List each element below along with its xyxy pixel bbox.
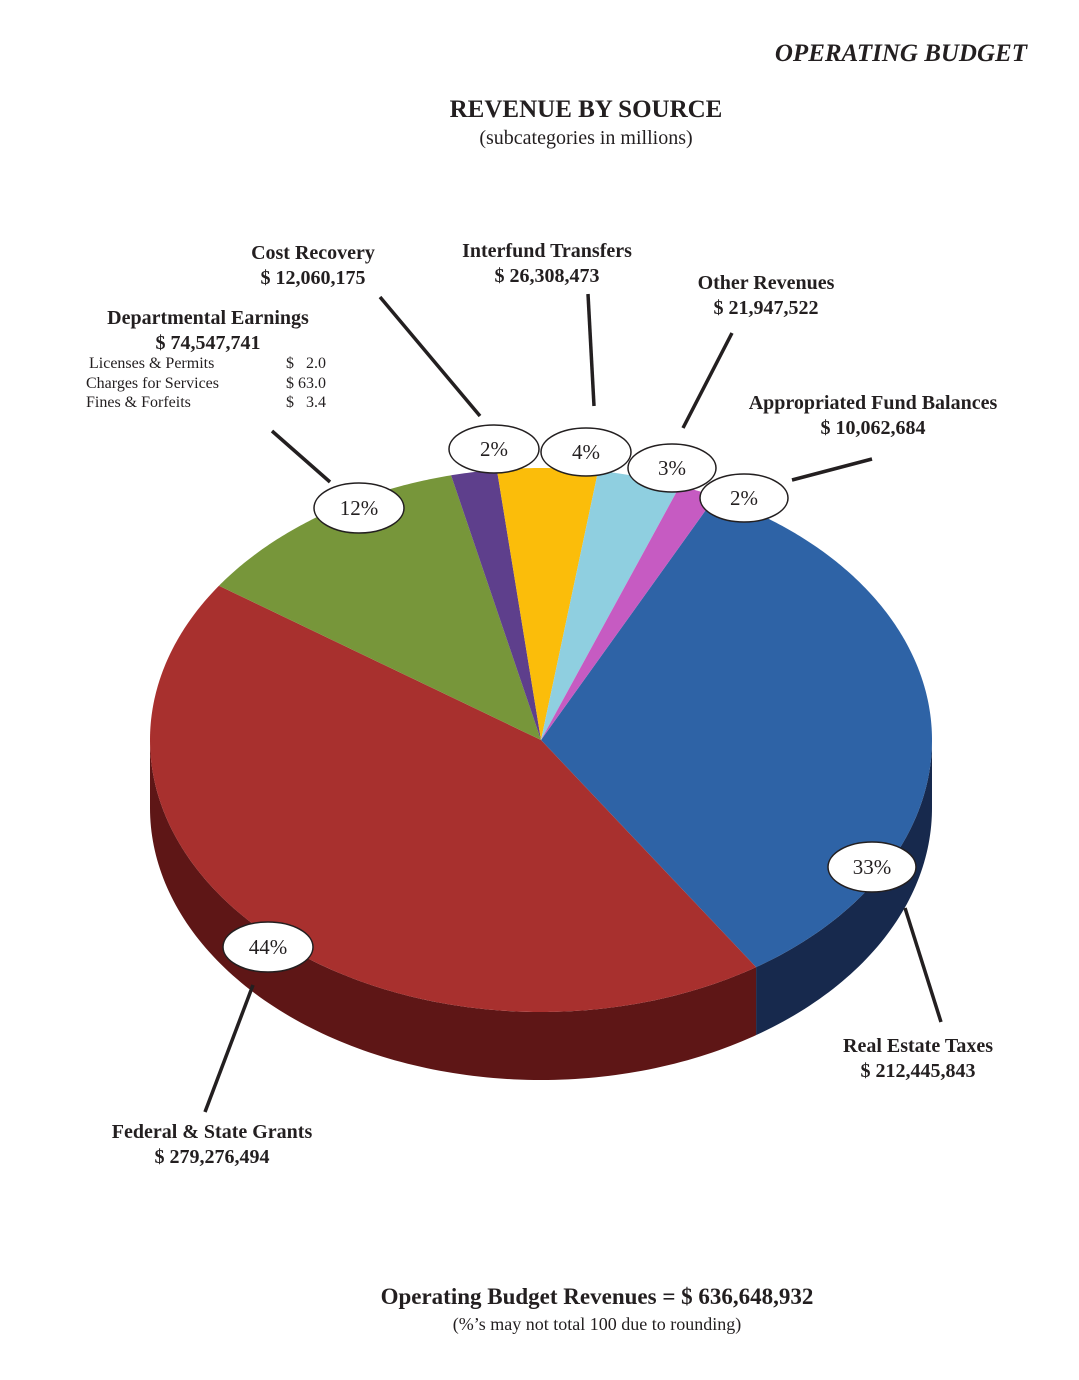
percent-callout — [448, 424, 540, 474]
slice-amount: $ 212,445,843 — [860, 1060, 976, 1082]
percent-callout — [222, 921, 314, 973]
slice-name: Cost Recovery — [251, 242, 375, 264]
slice-amount: $ 21,947,522 — [713, 297, 819, 319]
slice-amount: $ 74,547,741 — [155, 332, 261, 354]
label-interfund: Interfund Transfers $ 26,308,473 — [462, 239, 632, 289]
percent-callout — [313, 482, 405, 534]
percent-label: 3% — [658, 456, 686, 480]
subcategory-name: Charges for Services — [86, 374, 219, 392]
percent-label: 44% — [249, 935, 288, 959]
slice-amount: $ 26,308,473 — [494, 265, 600, 287]
pie-slice — [451, 469, 541, 740]
label-departmental: Departmental Earnings $ 74,547,741 — [107, 306, 309, 356]
subcategory-row: Licenses & Permits $ 2.0 — [86, 354, 326, 374]
label-cost-recovery: Cost Recovery $ 12,060,175 — [251, 241, 375, 291]
slice-side-1 — [150, 740, 757, 1080]
slice-name: Departmental Earnings — [107, 307, 309, 329]
slice-name: Appropriated Fund Balances — [748, 392, 998, 414]
percent-label: 33% — [853, 855, 892, 879]
label-real-estate: Real Estate Taxes $ 212,445,843 — [843, 1034, 993, 1084]
percent-callout — [827, 841, 917, 893]
percent-label: 12% — [340, 496, 379, 520]
total-revenues: Operating Budget Revenues = $ 636,648,93… — [380, 1284, 814, 1309]
subcategory-name: Licenses & Permits — [89, 355, 215, 372]
percent-label: 4% — [572, 440, 600, 464]
pie-slice — [541, 496, 932, 968]
slice-name: Federal & State Grants — [111, 1121, 313, 1143]
slice-name: Interfund Transfers — [462, 240, 632, 262]
slice-amount: $ 10,062,684 — [820, 417, 926, 439]
slice-side-0 — [756, 740, 932, 1036]
leader-line — [791, 457, 873, 482]
slice-name: Other Revenues — [697, 272, 835, 294]
pie-slice — [218, 475, 541, 740]
percent-callout — [540, 427, 632, 477]
leader-line — [270, 429, 332, 484]
subcategory-row: Fines & Forfeits $ 3.4 — [86, 393, 326, 413]
rounding-note: (%’s may not total 100 due to rounding) — [452, 1314, 742, 1334]
leader-line — [203, 984, 255, 1113]
pie-slice — [496, 468, 599, 740]
leader-line — [903, 907, 943, 1023]
pie-slice — [541, 470, 680, 740]
label-appropriated: Appropriated Fund Balances $ 10,062,684 — [749, 391, 998, 441]
subcategory-value: $ 2.0 — [286, 355, 326, 372]
percent-label: 2% — [730, 486, 758, 510]
percent-callout — [699, 473, 789, 523]
departmental-subcategories: Licenses & Permits $ 2.0 Charges for Serv… — [86, 354, 326, 413]
chart-title: REVENUE BY SOURCE — [449, 96, 723, 123]
slice-amount: $ 12,060,175 — [260, 267, 366, 289]
subcategory-value: $ 63.0 — [286, 374, 326, 392]
pie-slice — [541, 485, 716, 740]
slice-name: Real Estate Taxes — [843, 1035, 993, 1057]
chart-subtitle: (subcategories in millions) — [479, 127, 693, 149]
leader-line — [681, 332, 734, 429]
pie-slice — [150, 585, 757, 1012]
percent-callout — [627, 443, 717, 493]
subcategory-value: $ 3.4 — [286, 394, 326, 411]
percent-label: 2% — [480, 437, 508, 461]
label-federal-state: Federal & State Grants $ 279,276,494 — [112, 1120, 313, 1170]
label-other-revenues: Other Revenues $ 21,947,522 — [698, 271, 835, 321]
leader-line — [378, 295, 482, 418]
subcategory-name: Fines & Forfeits — [86, 394, 191, 411]
slice-amount: $ 279,276,494 — [154, 1146, 270, 1168]
leader-line — [586, 293, 596, 407]
subcategory-row: Charges for Services $ 63.0 — [86, 374, 326, 394]
page-header: OPERATING BUDGET — [774, 40, 1027, 67]
